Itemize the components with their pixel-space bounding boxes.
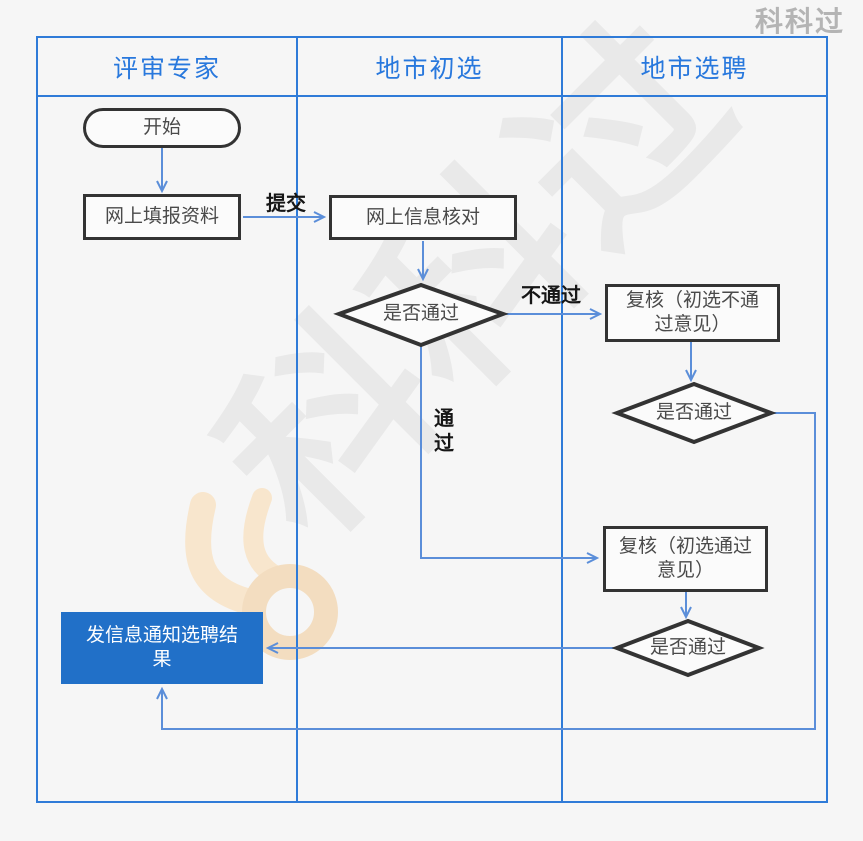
decision-2-shape	[611, 381, 777, 445]
lane-header-expert: 评审专家	[112, 54, 221, 83]
node-online-fill: 网上填报资料	[83, 194, 241, 240]
decision-3-shape	[611, 618, 765, 678]
decision-1-label: 是否通过	[382, 303, 459, 324]
node-review-pass: 复核（初选通过 意见）	[603, 526, 768, 592]
edge-decision1-pass	[420, 345, 600, 564]
node-notify-result: 发信息通知选聘结 果	[61, 612, 263, 684]
connectors	[156, 148, 816, 730]
swimlane-outer-border	[36, 36, 828, 803]
lane-header-city-selection: 地市选聘	[640, 54, 749, 83]
edge-label-submit: 提交	[266, 193, 306, 215]
logo-swoosh-left	[185, 492, 259, 614]
node-start: 开始	[83, 108, 241, 148]
decision-shapes	[333, 282, 777, 678]
edge-label-fail: 不通过	[521, 285, 581, 307]
lane-header-city-preliminary: 地市初选	[375, 54, 484, 83]
edge-decision2-to-notify	[156, 412, 816, 730]
corner-watermark-text: 科科过	[755, 6, 846, 37]
edge-label-pass: 通过	[434, 408, 454, 455]
decision-3-label: 是否通过	[649, 637, 726, 658]
node-review-fail: 复核（初选不通 过意见）	[605, 284, 780, 342]
node-online-check: 网上信息核对	[329, 195, 517, 240]
decision-2-label: 是否通过	[655, 402, 732, 423]
swimlane-grid	[36, 36, 828, 803]
decision-1-shape	[333, 282, 509, 348]
